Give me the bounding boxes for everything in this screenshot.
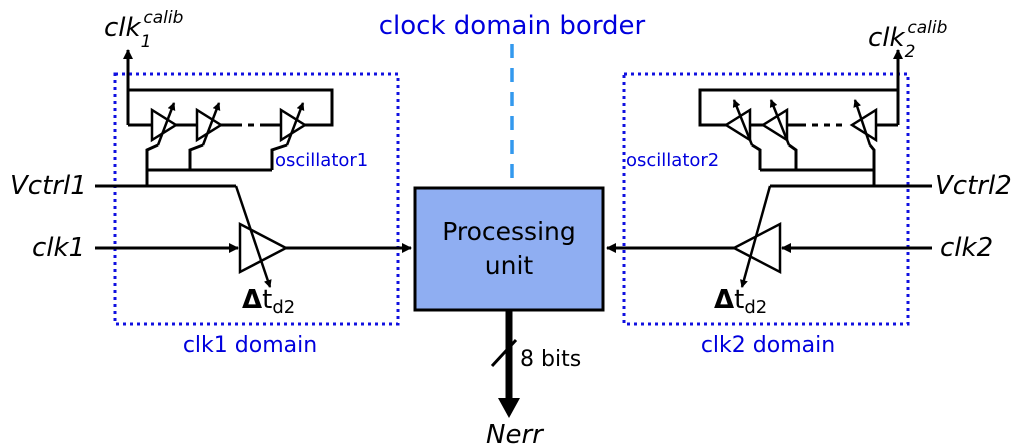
clk2-calib-label: clk2calib bbox=[868, 18, 947, 62]
nerr-label: Nerr bbox=[486, 420, 545, 448]
oscillator1-ring bbox=[126, 88, 334, 186]
osc2-inverter-2 bbox=[760, 107, 789, 143]
osc1-inverter-1 bbox=[150, 107, 179, 143]
vctrl2-label: Vctrl2 bbox=[935, 171, 1012, 201]
oscillator1-label: oscillator1 bbox=[275, 150, 368, 171]
vctrl1-label: Vctrl1 bbox=[10, 171, 87, 201]
processing-unit: Processing unit bbox=[413, 186, 605, 312]
processing-unit-box bbox=[413, 186, 605, 312]
clk2-domain-label: clk2 domain bbox=[701, 333, 835, 358]
bus-width-slash bbox=[490, 338, 518, 368]
border-label: clock domain border bbox=[379, 11, 646, 41]
osc1-inverter-2 bbox=[195, 107, 224, 143]
bus-width-label: 8 bits bbox=[520, 347, 581, 372]
nerr-output: 8 bits Nerr bbox=[486, 310, 581, 448]
clk1-domain-box bbox=[113, 72, 400, 326]
clk2-domain-box bbox=[622, 72, 910, 326]
osc1-inverter-3 bbox=[279, 107, 308, 143]
clk2-domain: clk2calib oscillator2 Vctrl2 bbox=[606, 18, 1012, 358]
processing-unit-label-line1: Processing bbox=[442, 217, 576, 246]
delay2-buffer bbox=[731, 221, 782, 275]
processing-unit-label-line2: unit bbox=[485, 251, 534, 280]
oscillator2-ring bbox=[698, 88, 900, 186]
nerr-arrowhead bbox=[498, 398, 520, 418]
clk1-label: clk1 bbox=[32, 233, 85, 263]
clk1-calib-label: clk1calib bbox=[104, 8, 183, 52]
clk1-domain: clk1calib oscillator1 Vctrl1 bbox=[10, 8, 412, 358]
oscillator2-label: oscillator2 bbox=[626, 150, 719, 171]
clk1-domain-label: clk1 domain bbox=[183, 333, 317, 358]
osc2-inverter-1 bbox=[723, 107, 752, 143]
delay1-label: Δtd2 bbox=[242, 285, 295, 318]
delay1-tune-arrow bbox=[234, 185, 272, 288]
delay1-buffer bbox=[238, 221, 289, 275]
clk2-label: clk2 bbox=[940, 233, 993, 263]
delay2-label: Δtd2 bbox=[714, 285, 767, 318]
